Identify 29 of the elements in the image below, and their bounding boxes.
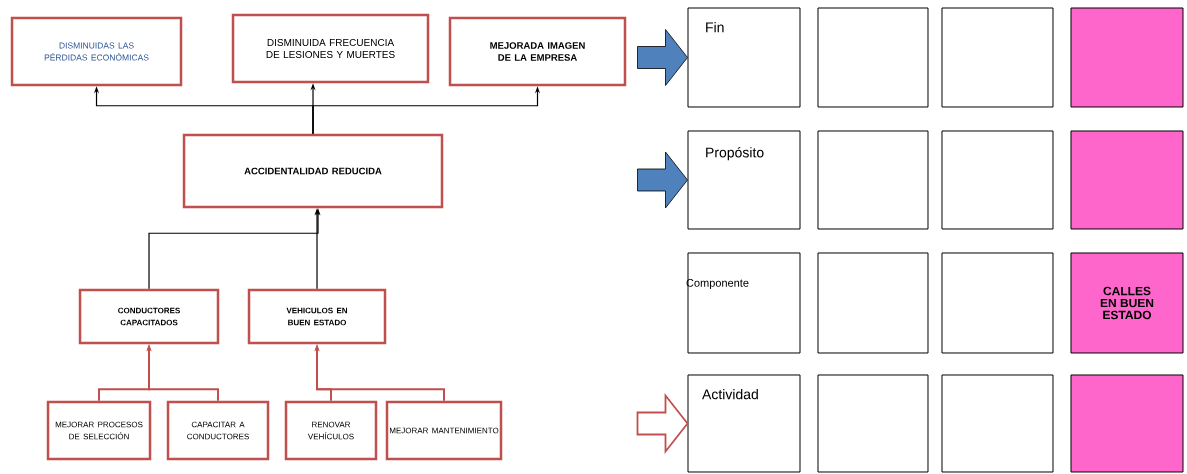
matrix-cell: [817, 7, 929, 108]
text-box: CONDUCTORES CAPACITADOS: [78, 288, 220, 345]
text-box: DISMINUIDAS LAS PÉRDIDAS ECONÓMICAS: [10, 16, 183, 87]
row-label-box: Componente: [686, 252, 801, 354]
row-label-box: Actividad: [687, 374, 801, 473]
text-box: ACCIDENTALIDAD REDUCIDA: [182, 133, 444, 209]
block-arrow: [637, 29, 688, 86]
matrix-cell: [941, 252, 1054, 354]
text-box: CAPACITAR A CONDUCTORES: [166, 400, 270, 461]
text-box: MEJORADA IMAGEN DE LA EMPRESA: [448, 16, 627, 87]
row-label-box: Fin: [687, 7, 801, 108]
text-box: MEJORAR PROCESOS DE SELECCIÓN: [46, 400, 152, 461]
matrix-cell: [1070, 374, 1184, 473]
text-box: RENOVAR VEHÍCULOS: [284, 400, 378, 461]
matrix-cell: [1070, 7, 1184, 108]
matrix-cell: [941, 7, 1054, 108]
block-arrow: [636, 392, 689, 455]
matrix-cell: CALLES EN BUEN ESTADO: [1070, 252, 1184, 354]
matrix-cell: [941, 374, 1054, 473]
matrix-cell: [817, 252, 929, 354]
matrix-cell: [817, 130, 929, 230]
text-box: DISMINUIDA FRECUENCIA DE LESIONES Y MUERTES: [231, 13, 430, 84]
matrix-cell: [1070, 130, 1184, 230]
block-arrow: [637, 151, 688, 209]
matrix-cell: [941, 130, 1054, 230]
matrix-cell: [817, 374, 929, 473]
text-box: VEHICULOS EN BUEN ESTADO: [247, 288, 387, 345]
text-box: MEJORAR MANTENIMIENTO: [385, 400, 503, 461]
row-label-box: Propósito: [687, 130, 801, 230]
